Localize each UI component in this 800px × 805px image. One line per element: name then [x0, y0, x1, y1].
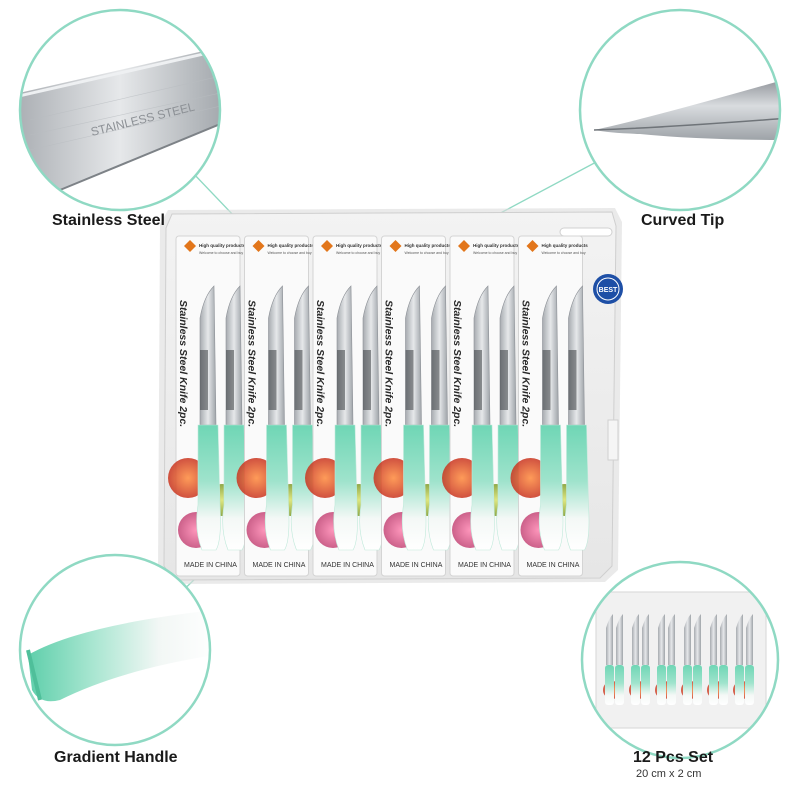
mini-knife-blade	[720, 614, 727, 665]
blade-reflection	[568, 350, 577, 410]
pack-footer-text: MADE IN CHINA	[253, 562, 306, 569]
knife-handle	[196, 424, 221, 551]
mini-knife-blade	[668, 614, 675, 665]
blade-reflection	[542, 350, 551, 410]
pack-header-sub: Welcome to choose and buy	[336, 251, 380, 255]
brand-logo-icon	[389, 240, 402, 252]
curved-tip-zoom	[578, 8, 782, 212]
callout-gradient-handle: Gradient Handle	[54, 749, 178, 766]
brand-logo-icon	[184, 240, 196, 252]
best-badge-text: BEST	[599, 287, 618, 294]
mini-knife-handle	[735, 665, 744, 705]
blade-reflection	[500, 350, 508, 410]
pack-header-title: High quality products	[405, 243, 452, 248]
mini-knife-handle	[641, 665, 650, 705]
pack-side-text: Stainless Steel Knife 2pc.	[246, 300, 258, 427]
blade-reflection	[431, 350, 440, 410]
knife-handle	[470, 424, 495, 551]
mini-knife-handle	[693, 665, 702, 705]
pack-side-text: Stainless Steel Knife 2pc.	[451, 300, 463, 427]
mini-knife-handle	[683, 665, 692, 705]
blade-reflection	[226, 350, 234, 410]
pack-side-text: Stainless Steel Knife 2pc.	[177, 300, 189, 427]
blade-reflection	[337, 350, 345, 410]
pack-footer-text: MADE IN CHINA	[184, 562, 237, 569]
mini-knife-handle	[605, 665, 614, 705]
pack-side-text: Stainless Steel Knife 2pc.	[520, 300, 532, 427]
mini-knife-blade	[642, 614, 649, 665]
mini-knife-handle	[615, 665, 624, 705]
pack-header-title: High quality products	[268, 243, 315, 248]
mini-knife-blade	[736, 614, 743, 665]
mini-knife-blade	[632, 614, 639, 665]
mini-knife-handle	[719, 665, 728, 705]
blade-reflection	[200, 350, 208, 410]
mini-knife-blade	[746, 614, 753, 665]
callout-stainless-steel: Stainless Steel	[52, 212, 165, 229]
mini-knife-blade	[694, 614, 701, 665]
pack-footer-text: MADE IN CHINA	[390, 562, 443, 569]
pack-header-sub: Welcome to choose and buy	[268, 251, 312, 255]
callout-12-pcs-set: 12 Pcs Set	[633, 749, 714, 766]
pack-header-title: High quality products	[199, 243, 246, 248]
knife-handle	[564, 424, 590, 551]
mini-knife-blade	[658, 614, 665, 665]
blade-reflection	[268, 350, 277, 410]
pack-side-text: Stainless Steel Knife 2pc.	[314, 300, 326, 427]
blade-reflection	[363, 350, 371, 410]
brand-logo-icon	[458, 240, 470, 252]
mini-knife-handle	[745, 665, 754, 705]
blade-reflection	[405, 350, 414, 410]
pack-header-title: High quality products	[542, 243, 589, 248]
pack-header-title: High quality products	[336, 243, 383, 248]
pack-footer-text: MADE IN CHINA	[458, 562, 511, 569]
callout-dimensions: 20 cm x 2 cm	[636, 768, 702, 780]
knife-handle	[333, 424, 358, 551]
mini-knife-blade	[684, 614, 691, 665]
pack-header-sub: Welcome to choose and buy	[542, 251, 586, 255]
pack-header-sub: Welcome to choose and buy	[405, 251, 449, 255]
stainless-steel-zoom	[18, 8, 222, 212]
pack-header-title: High quality products	[473, 243, 520, 248]
pack-header-sub: Welcome to choose and buy	[199, 251, 243, 255]
mini-knife-handle	[657, 665, 666, 705]
brand-logo-icon	[526, 240, 539, 252]
mini-knife-blade	[606, 614, 613, 665]
knife-handle	[264, 424, 290, 551]
mini-knife-handle	[667, 665, 676, 705]
mini-knife-blade	[616, 614, 623, 665]
mini-knife-blade	[710, 614, 717, 665]
blade-reflection	[474, 350, 482, 410]
pack-header-sub: Welcome to choose and buy	[473, 251, 517, 255]
knife-handle	[538, 424, 564, 551]
gradient-handle-zoom	[18, 553, 212, 747]
pack-footer-text: MADE IN CHINA	[321, 562, 374, 569]
pack-side-text: Stainless Steel Knife 2pc.	[383, 300, 395, 427]
callout-curved-tip: Curved Tip	[641, 212, 725, 229]
mini-knife-handle	[631, 665, 640, 705]
set-overview-zoom	[580, 560, 780, 760]
knife-handle	[401, 424, 427, 551]
pack-footer-text: MADE IN CHINA	[527, 562, 580, 569]
brand-logo-icon	[252, 240, 265, 252]
blade-reflection	[294, 350, 303, 410]
brand-logo-icon	[321, 240, 333, 252]
mini-knife-handle	[709, 665, 718, 705]
